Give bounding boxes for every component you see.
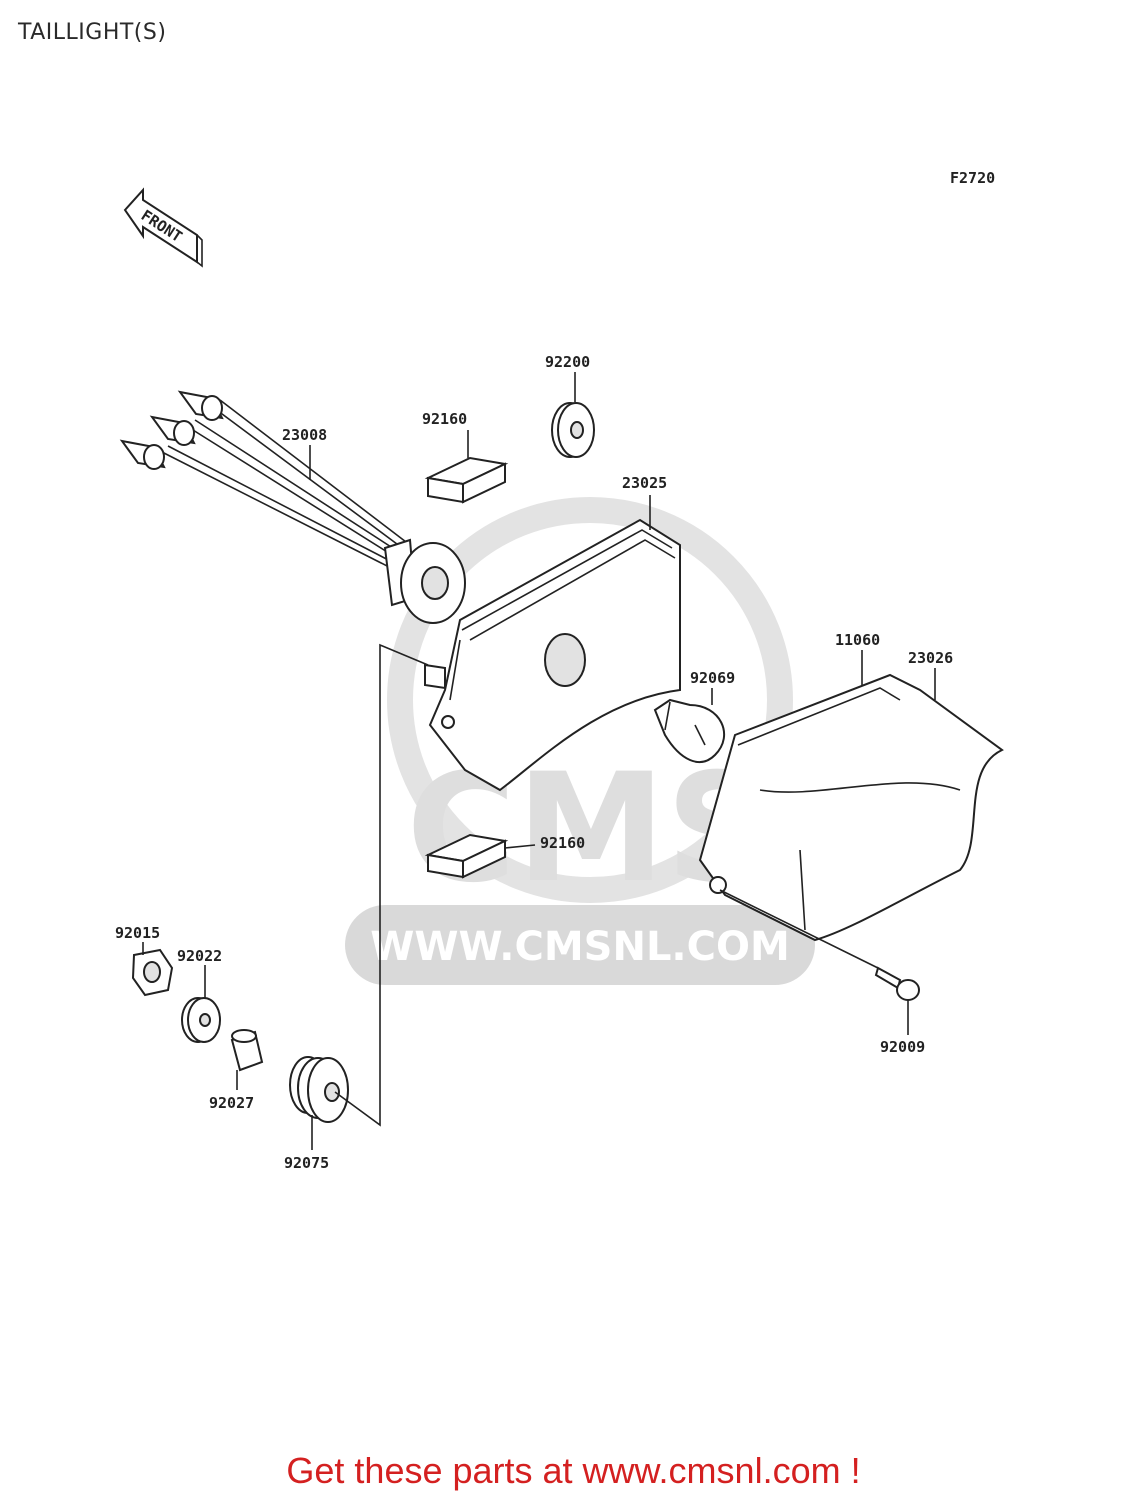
part-label: 23008 bbox=[282, 426, 327, 444]
part-label: 92200 bbox=[545, 353, 590, 371]
watermark-ring bbox=[387, 497, 793, 903]
connector-2 bbox=[149, 415, 196, 446]
part-23025-housing bbox=[424, 518, 681, 792]
part-label: 92160 bbox=[540, 834, 585, 852]
part-92069-bulb bbox=[653, 698, 726, 764]
part-23008-harness bbox=[119, 390, 466, 624]
part-92015-nut bbox=[131, 948, 174, 997]
part-23026-lens bbox=[698, 673, 1004, 942]
part-92200-grommet bbox=[551, 402, 595, 458]
footer-link[interactable]: Get these parts at www.cmsnl.com ! bbox=[286, 1450, 861, 1491]
connector-3 bbox=[119, 439, 166, 470]
part-label: 92160 bbox=[422, 410, 467, 428]
watermark-pill bbox=[345, 905, 815, 985]
part-label: 23026 bbox=[908, 649, 953, 667]
part-92160-pad-bottom bbox=[424, 833, 509, 879]
part-label: 23025 bbox=[622, 474, 667, 492]
part-92027-collar bbox=[230, 1029, 264, 1072]
part-label: 92027 bbox=[209, 1094, 254, 1112]
part-label: 92069 bbox=[690, 669, 735, 687]
part-92022-washer bbox=[181, 997, 221, 1043]
part-92075-damper bbox=[289, 1056, 349, 1123]
part-label: 92009 bbox=[880, 1038, 925, 1056]
part-label: 11060 bbox=[835, 631, 880, 649]
assembly-line bbox=[334, 643, 429, 1127]
part-label: 92015 bbox=[115, 924, 160, 942]
watermark-url: WWW.CMSNL.COM bbox=[370, 924, 790, 970]
connector-1 bbox=[177, 390, 224, 421]
leader-lines bbox=[142, 372, 936, 1150]
part-label: 92022 bbox=[177, 947, 222, 965]
part-labels: 23008 92160 92200 23025 11060 23026 9206… bbox=[115, 353, 953, 1172]
figure-code: F2720 bbox=[950, 169, 995, 187]
page-title: TAILLIGHT(S) bbox=[18, 20, 167, 45]
front-arrow-icon: FRONT bbox=[123, 187, 203, 268]
part-92160-pad-top bbox=[424, 456, 509, 504]
part-label: 92075 bbox=[284, 1154, 329, 1172]
